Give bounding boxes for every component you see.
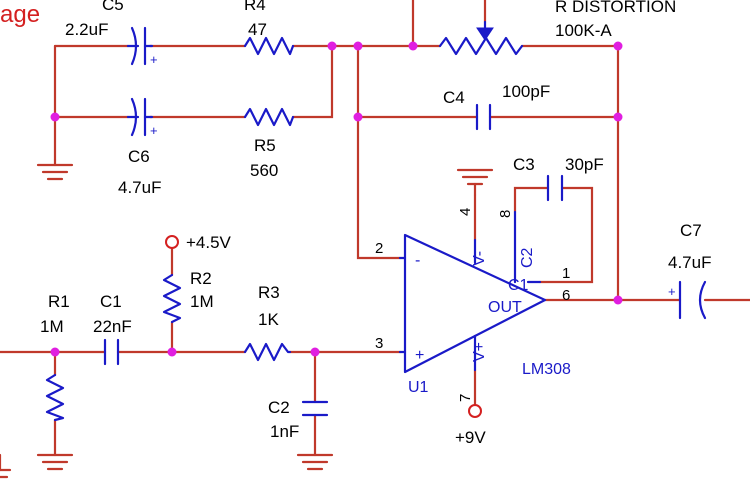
ground-symbol-c2 [296,453,334,471]
c4-label: C4 [443,88,465,107]
r3-value: 1K [258,310,279,329]
c2-pin-label: C2 [519,247,536,268]
c2-label: C2 [268,398,290,417]
r5-resistor [243,107,295,127]
c1-capacitor [103,338,120,366]
c6-label: C6 [128,147,150,166]
c6-capacitor: + [126,97,158,138]
ground-symbol-r1 [36,453,74,471]
c4-capacitor [475,103,492,131]
c1-pin-label: C1 [508,277,529,294]
output-pin-label: OUT [488,299,522,316]
pin-1-number: 1 [562,265,570,282]
pin-7-number: 7 [457,394,474,402]
r4-resistor [243,36,295,56]
pin-2-number: 2 [375,240,383,257]
r1-label: R1 [48,292,70,311]
supply-4v5-terminal [165,235,179,249]
ground-symbol-edge [0,468,12,479]
c7-capacitor: + [668,280,707,320]
r5-label: R5 [254,136,276,155]
pin-8-number: 8 [497,210,514,218]
c3-value: 30pF [565,155,604,174]
distortion-potentiometer [438,20,524,56]
pin-4-number: 4 [457,208,474,216]
r3-resistor [243,342,292,362]
pin-3-number: 3 [375,335,383,352]
r2-label: R2 [190,269,212,288]
c3-capacitor [546,174,564,202]
c5-value: 2.2uF [65,20,108,39]
supply-9v-label: +9V [455,428,486,447]
c6-value: 4.7uF [118,178,161,197]
opamp-lm308 [398,210,547,374]
junction-nodes [50,41,623,357]
noninverting-input-sign: + [415,347,424,364]
vplus-pin-label: V+ [471,342,488,362]
r1-value: 1M [40,317,64,336]
c7-value: 4.7uF [668,253,711,272]
svg-text:+: + [150,123,158,138]
ic-part-number: LM308 [522,361,571,378]
r2-resistor [162,273,182,324]
ground-symbol-opamp [456,168,494,197]
pin-6-number: 6 [562,287,570,304]
r2-value: 1M [190,292,214,311]
svg-text:+: + [668,284,676,299]
c7-label: C7 [680,221,702,240]
c4-value: 100pF [502,82,550,101]
r4-label: R4 [244,0,266,14]
r1-resistor [45,373,65,422]
svg-text:+: + [150,52,158,67]
supply-9v-terminal [468,404,482,418]
c2-capacitor [301,400,329,417]
c2-value: 1nF [270,422,299,441]
c3-label: C3 [513,155,535,174]
rdist-label: R DISTORTION [555,0,676,16]
r4-value: 47 [248,20,267,39]
r5-value: 560 [250,161,278,180]
supply-4v5-label: +4.5V [186,233,232,252]
vminus-pin-label: V- [471,251,488,266]
c1-value: 22nF [93,317,132,336]
title-fragment: age [0,1,40,28]
wires [0,0,750,472]
rdist-value: 100K-A [555,21,612,40]
ic-reference: U1 [408,379,429,396]
ground-symbol-left [36,158,74,181]
c5-capacitor: + [126,26,158,67]
c5-label: C5 [102,0,124,14]
inverting-input-sign: - [415,252,420,269]
c1-label: C1 [100,292,122,311]
r3-label: R3 [258,283,280,302]
